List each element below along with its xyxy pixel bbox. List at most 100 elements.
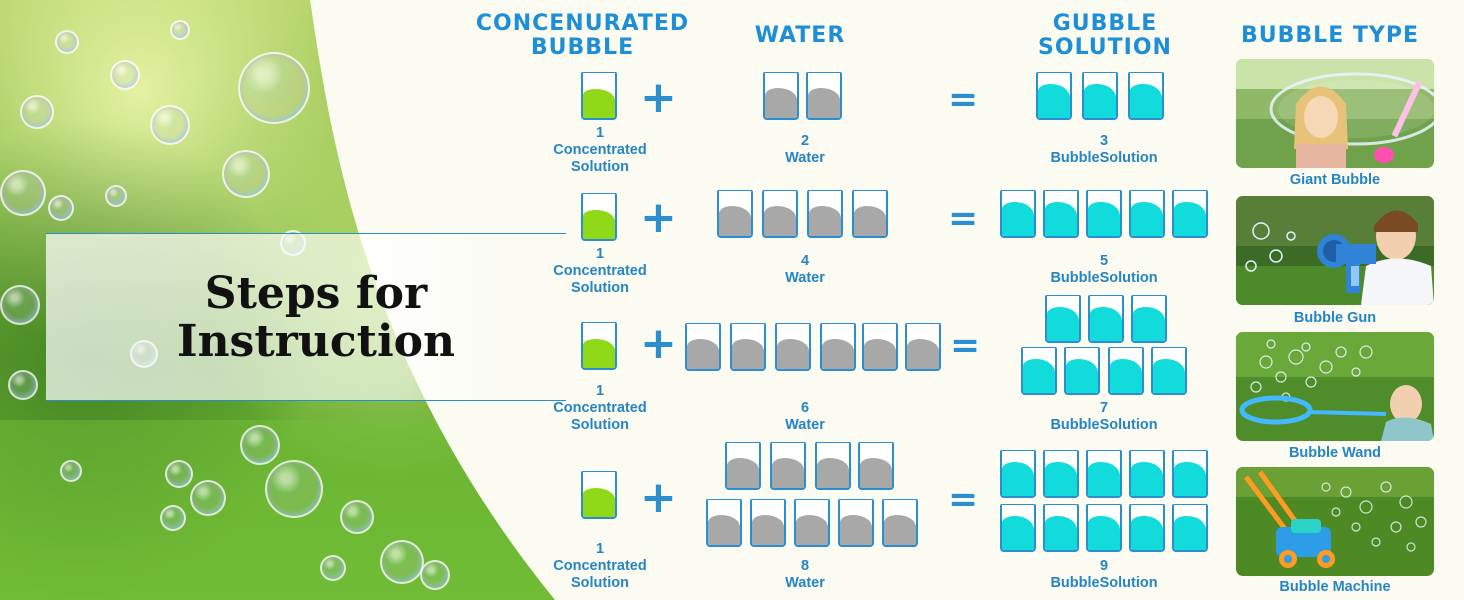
solution-cup [1000, 504, 1036, 552]
solution-cup [1086, 450, 1122, 498]
water-cup [717, 190, 753, 238]
water-cup [862, 323, 898, 371]
header-concentrate: CONCENURATED BUBBLE [475, 11, 690, 60]
banner-title: Steps for Instruction [46, 270, 586, 366]
row-1-solution-caption: 3 BubbleSolution [1050, 133, 1158, 166]
bubble-decoration [55, 30, 79, 54]
bubble-type-label-1: Giant Bubble [1289, 172, 1381, 188]
plus-sign: + [640, 472, 677, 523]
solution-cup [1131, 295, 1167, 343]
water-cup [806, 72, 842, 120]
water-cup [762, 190, 798, 238]
bubble-decoration [8, 370, 38, 400]
solution-cup [1108, 347, 1144, 395]
solution-cup [1021, 347, 1057, 395]
solution-cup [1128, 72, 1164, 120]
concentrate-cup [581, 471, 617, 519]
header-solution: GUBBLE SOLUTION [1038, 11, 1172, 60]
bubble-decoration [320, 555, 346, 581]
solution-cup [1000, 450, 1036, 498]
equals-sign: = [950, 325, 981, 366]
bubble-decoration [340, 500, 374, 534]
concentrate-cup [581, 322, 617, 370]
bubble-decoration [240, 425, 280, 465]
solution-cup [1043, 190, 1079, 238]
equals-sign: = [948, 479, 979, 520]
solution-cup [1172, 450, 1208, 498]
water-cup [725, 442, 761, 490]
bubble-decoration [238, 52, 310, 124]
bubble-decoration [420, 560, 450, 590]
plus-sign: + [640, 192, 677, 243]
row-2-water-caption: 4 Water [785, 253, 825, 286]
solution-cup [1064, 347, 1100, 395]
row-4-concentrate-caption: 1 Concentrated Solution [553, 541, 647, 591]
bubble-decoration [105, 185, 127, 207]
header-water: WATER [754, 23, 846, 48]
title-banner: Steps for Instruction [46, 233, 566, 401]
water-cup [858, 442, 894, 490]
plus-sign: + [640, 318, 677, 369]
water-cup [750, 499, 786, 547]
banner-title-line-1: Steps for [204, 268, 428, 319]
bubble-decoration [0, 170, 46, 216]
solution-cup [1043, 504, 1079, 552]
bubble-type-label-4: Bubble Machine [1279, 579, 1391, 595]
bubble-decoration [110, 60, 140, 90]
bubble-machine-photo [1236, 467, 1434, 576]
row-2-solution-caption: 5 BubbleSolution [1050, 253, 1158, 286]
solution-cup [1000, 190, 1036, 238]
bubble-decoration [0, 285, 40, 325]
water-cup [807, 190, 843, 238]
bubble-decoration [170, 20, 190, 40]
water-cup [838, 499, 874, 547]
bubble-decoration [222, 150, 270, 198]
solution-cup [1151, 347, 1187, 395]
bubble-decoration [150, 105, 190, 145]
bubble-decoration [380, 540, 424, 584]
water-cup [763, 72, 799, 120]
solution-cup [1086, 190, 1122, 238]
solution-cup [1088, 295, 1124, 343]
row-2-concentrate-caption: 1 Concentrated Solution [553, 246, 647, 296]
header-bubble-type: BUBBLE TYPE [1241, 23, 1419, 48]
equals-sign: = [948, 79, 979, 120]
row-1-concentrate-caption: 1 Concentrated Solution [553, 125, 647, 175]
row-3-concentrate-caption: 1 Concentrated Solution [553, 383, 647, 433]
bubble-decoration [160, 505, 186, 531]
solution-cup [1043, 450, 1079, 498]
concentrate-cup [581, 72, 617, 120]
bubble-decoration [20, 95, 54, 129]
water-cup [882, 499, 918, 547]
water-cup [706, 499, 742, 547]
water-cup [685, 323, 721, 371]
equals-sign: = [948, 198, 979, 239]
solution-cup [1129, 504, 1165, 552]
water-cup [815, 442, 851, 490]
water-cup [905, 323, 941, 371]
banner-title-line-2: Instruction [176, 316, 455, 367]
solution-cup [1036, 72, 1072, 120]
solution-cup [1129, 450, 1165, 498]
water-cup [770, 442, 806, 490]
bubble-type-label-2: Bubble Gun [1293, 310, 1377, 326]
row-4-solution-caption: 9 BubbleSolution [1050, 558, 1158, 591]
bubble-decoration [48, 195, 74, 221]
row-1-water-caption: 2 Water [785, 133, 825, 166]
bubble-decoration [190, 480, 226, 516]
row-3-water-caption: 6 Water [785, 400, 825, 433]
bubble-decoration [265, 460, 323, 518]
water-cup [775, 323, 811, 371]
bubble-gun-photo [1236, 196, 1434, 305]
solution-cup [1172, 190, 1208, 238]
bubble-decoration [60, 460, 82, 482]
plus-sign: + [640, 72, 677, 123]
solution-cup [1129, 190, 1165, 238]
row-3-solution-caption: 7 BubbleSolution [1050, 400, 1158, 433]
water-cup [820, 323, 856, 371]
water-cup [794, 499, 830, 547]
concentrate-cup [581, 193, 617, 241]
row-4-water-caption: 8 Water [785, 558, 825, 591]
solution-cup [1045, 295, 1081, 343]
